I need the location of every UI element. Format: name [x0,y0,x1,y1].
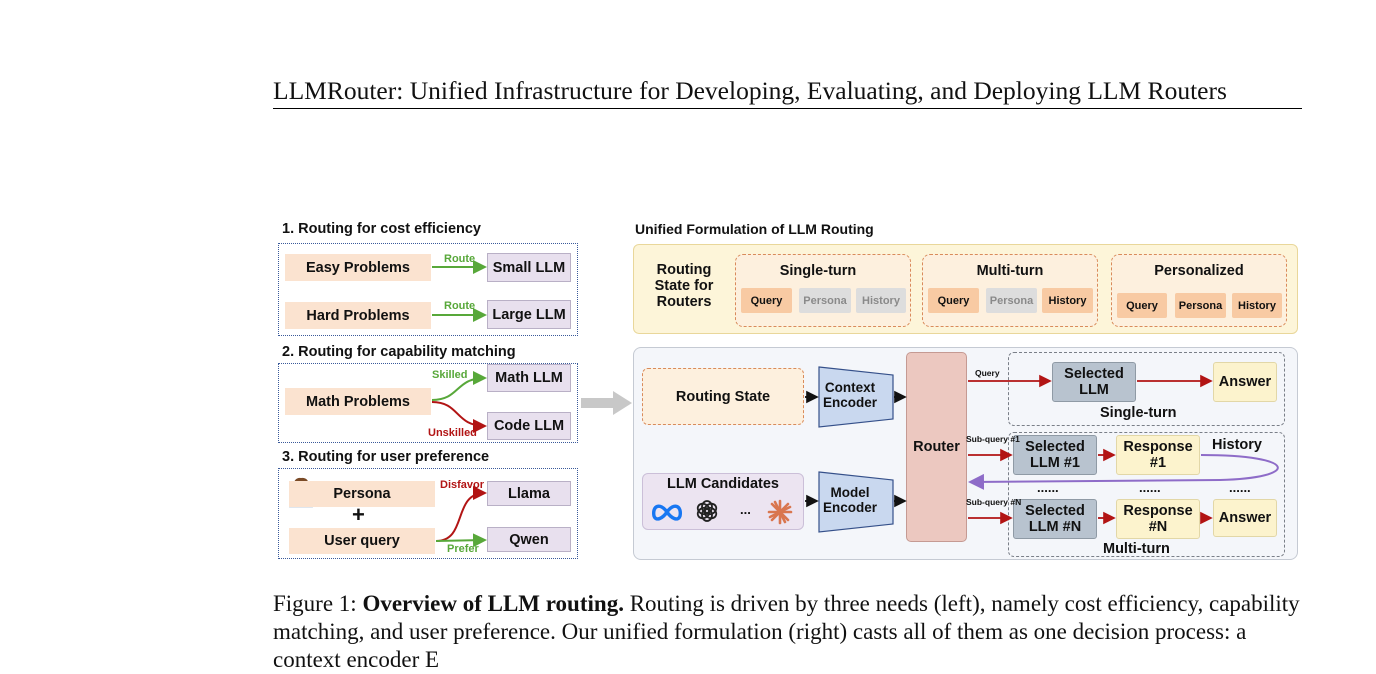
ellipsis-answer: ...... [1229,480,1251,495]
section-title-preference: 3. Routing for user preference [282,449,490,465]
section-title-cost: 1. Routing for cost efficiency [282,221,481,237]
chip-single-history: History [856,288,906,313]
large-llm-box: Large LLM [487,300,571,329]
section-title-capability: 2. Routing for capability matching [282,344,516,360]
qwen-box: Qwen [487,527,571,552]
llama-box: Llama [487,481,571,506]
model-encoder-label: Model Encoder [822,485,877,515]
group-single-turn-title: Single-turn [779,263,857,279]
chip-single-persona: Persona [799,288,851,313]
user-query-box: User query [289,528,435,554]
claude-logo-icon [766,498,794,526]
route-label-2: Route [444,300,476,312]
routing-state-label: Routing State for Routers [654,262,714,310]
easy-problems-box: Easy Problems [285,254,431,281]
chip-multi-history: History [1042,288,1093,313]
chip-multi-persona: Persona [986,288,1037,313]
group-multi-turn-title: Multi-turn [976,263,1044,279]
llm-candidates-box [642,473,804,530]
chip-personal-persona: Persona [1175,293,1226,318]
small-llm-box: Small LLM [487,253,571,282]
selected-llm-box: Selected LLM [1052,362,1136,402]
persona-box: Persona [289,481,435,507]
meta-logo-icon [650,500,684,522]
unskilled-label: Unskilled [428,427,477,439]
ellipsis-response: ...... [1139,480,1161,495]
code-llm-box: Code LLM [487,412,571,440]
chip-personal-history: History [1232,293,1282,318]
caption-bold: Overview of LLM routing. [362,591,624,616]
context-encoder-shape [818,366,894,428]
capability-box [278,363,578,443]
route-label-1: Route [444,253,476,265]
math-llm-box: Math LLM [487,364,571,392]
ellipsis-selected: ...... [1037,480,1059,495]
figure-caption: Figure 1: Overview of LLM routing. Routi… [273,590,1313,674]
answer-box-multi: Answer [1213,499,1277,537]
caption-text: Routing is driven by three needs (left),… [273,591,1300,672]
routing-state-box: Routing State [642,368,804,425]
cost-efficiency-box [278,243,578,336]
right-panel-title: Unified Formulation of LLM Routing [635,221,874,237]
page-header: LLMRouter: Unified Infrastructure for De… [273,76,1302,109]
selected-llm-n-box: Selected LLM #N [1013,499,1097,539]
model-encoder-shape [818,471,894,533]
caption-label: Figure 1: [273,591,363,616]
response-1-box: Response #1 [1116,435,1200,475]
answer-box-single: Answer [1213,362,1277,402]
hard-problems-box: Hard Problems [285,302,431,329]
context-encoder-label: Context Encoder [822,380,877,410]
skilled-label: Skilled [432,369,468,381]
llm-candidates-title: LLM Candidates [667,476,779,492]
preference-box [278,468,578,559]
openai-logo-icon [694,498,720,524]
single-turn-region [1008,352,1285,426]
query-label: Query [975,368,1000,378]
history-label: History [1212,437,1262,453]
prefer-label: Prefer [447,543,479,555]
subquery-1-label: Sub-query #1 [966,434,1020,444]
selected-llm-1-box: Selected LLM #1 [1013,435,1097,475]
router-box: Router [906,352,967,542]
candidates-ellipsis: ... [740,502,751,517]
chip-multi-query: Query [928,288,979,313]
response-n-box: Response #N [1116,499,1200,539]
math-problems-box: Math Problems [285,388,431,415]
chip-personal-query: Query [1117,293,1167,318]
multi-turn-region [1008,432,1285,557]
subquery-n-label: Sub-query #N [966,497,1022,507]
plus-sign: + [352,502,365,527]
group-personalized-title: Personalized [1154,263,1244,279]
multi-turn-label: Multi-turn [1103,541,1170,557]
single-turn-label: Single-turn [1100,405,1177,421]
chip-single-query: Query [741,288,792,313]
